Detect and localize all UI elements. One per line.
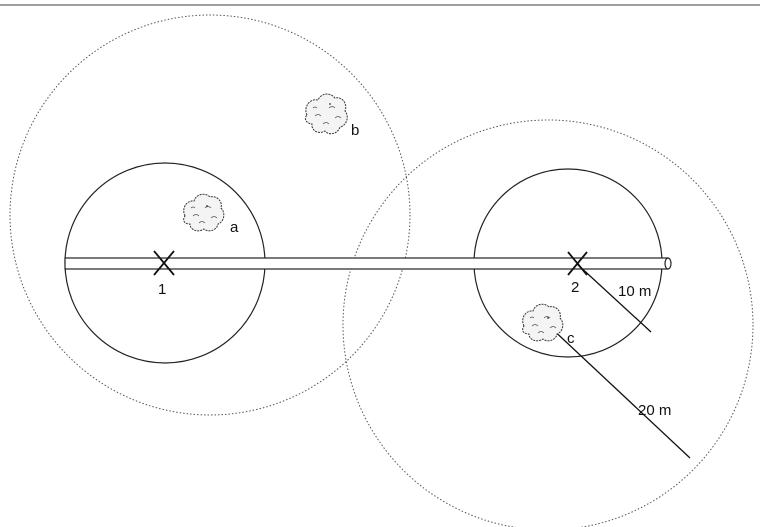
outer-circle-2 (342, 119, 754, 527)
bush-label-a: a (230, 219, 239, 236)
radius-line-20m (547, 324, 691, 459)
cross-marker-1 (153, 250, 175, 276)
point-label-1: 1 (158, 281, 166, 298)
radius-label-20m: 20 m (638, 402, 671, 419)
bush-b-icon (304, 93, 348, 135)
bush-label-b: b (351, 122, 359, 139)
bush-a-icon (183, 193, 225, 232)
radius-line-10m (576, 263, 652, 333)
radius-label-10m: 10 m (618, 283, 651, 300)
pipe (64, 257, 672, 270)
point-label-2: 2 (571, 279, 579, 296)
bush-c-icon (522, 303, 564, 342)
bush-label-c: c (567, 330, 575, 347)
cross-marker-2 (567, 251, 588, 276)
outer-circle-1 (9, 14, 411, 416)
